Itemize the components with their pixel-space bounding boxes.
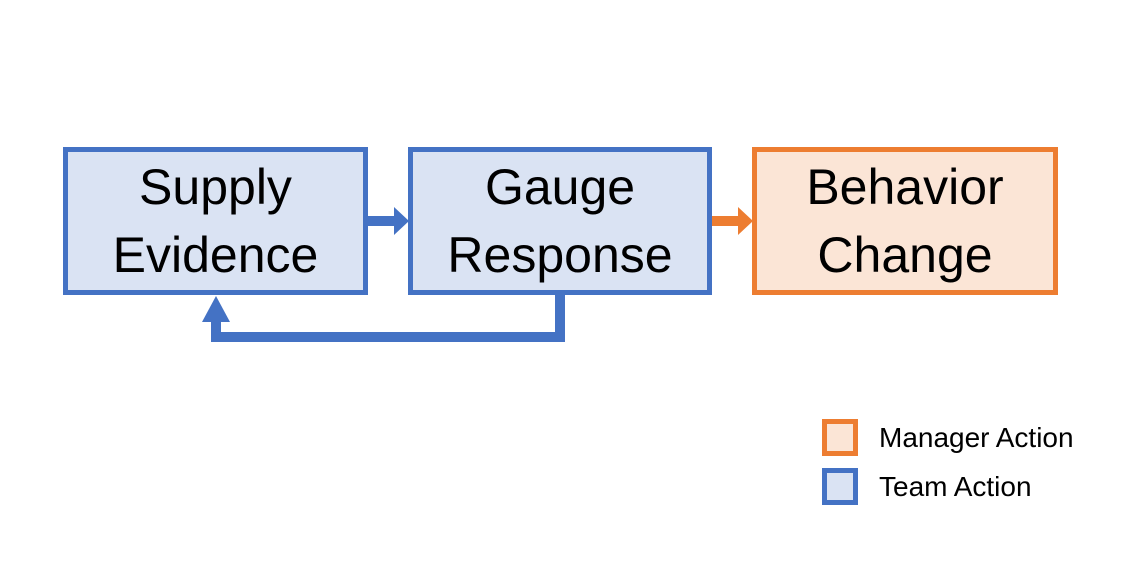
node-label-line: Behavior xyxy=(806,159,1004,215)
legend-item-manager-action: Manager Action xyxy=(822,419,1074,456)
node-label-line: Change xyxy=(817,227,993,283)
arrow-gauge-to-behavior-icon xyxy=(712,207,753,235)
node-label-line: Gauge xyxy=(484,159,636,215)
node-gauge-response: Gauge Response xyxy=(408,147,712,295)
node-supply-evidence: Supply Evidence xyxy=(63,147,368,295)
node-label-line: Supply xyxy=(139,159,292,215)
manager-action-swatch-icon xyxy=(822,419,858,456)
node-label-line: Evidence xyxy=(112,227,319,283)
team-action-swatch-icon xyxy=(822,468,858,505)
node-label-line: Response xyxy=(447,227,673,283)
feedback-loop-arrow-icon xyxy=(202,295,565,342)
node-behavior-change: Behavior Change xyxy=(752,147,1058,295)
legend-label: Manager Action xyxy=(879,421,1074,453)
legend-item-team-action: Team Action xyxy=(822,468,1074,505)
arrow-supply-to-gauge-icon xyxy=(368,207,409,235)
legend: Manager Action Team Action xyxy=(822,419,1074,517)
legend-label: Team Action xyxy=(879,470,1032,502)
